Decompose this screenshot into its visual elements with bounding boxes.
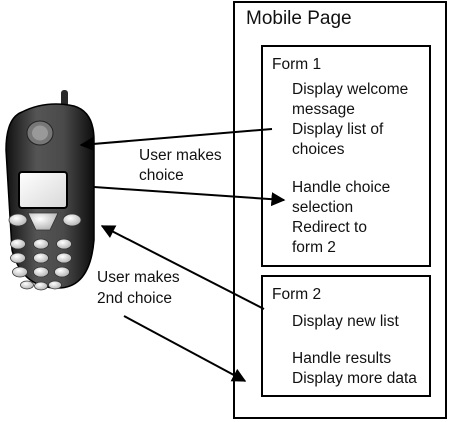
first-choice-annotation: choice xyxy=(139,167,184,184)
mobile-phone-icon xyxy=(5,90,95,291)
form2-box xyxy=(261,275,431,397)
first-choice-annotation: User makes xyxy=(139,147,222,164)
form1-box xyxy=(261,45,431,267)
form1-line: Redirect to xyxy=(292,219,367,236)
form1-line: Display list of xyxy=(292,121,384,138)
mobile-page-title: Mobile Page xyxy=(246,8,352,29)
form1-title: Form 1 xyxy=(272,56,322,73)
form2-line: Display new list xyxy=(292,313,399,330)
second-choice-annotation: 2nd choice xyxy=(97,290,172,307)
form1-line: message xyxy=(292,101,355,118)
form2-title: Form 2 xyxy=(272,286,322,303)
second-choice-annotation: User makes xyxy=(97,269,180,286)
form1-line: Display welcome xyxy=(292,81,409,98)
form1-line: form 2 xyxy=(292,239,336,256)
form1-line: Handle choice xyxy=(292,179,391,196)
arrow-phone-to-form1 xyxy=(93,186,286,207)
form2-line: Display more data xyxy=(292,370,417,387)
form2-line: Handle results xyxy=(292,350,392,367)
arrow-phone-to-form2 xyxy=(123,315,247,382)
arrow-form2-to-phone xyxy=(100,225,265,310)
arrow-form1-to-phone xyxy=(79,128,273,151)
form1-line: choices xyxy=(292,141,345,158)
form1-line: selection xyxy=(292,199,354,216)
mobile-page-box xyxy=(233,1,447,419)
